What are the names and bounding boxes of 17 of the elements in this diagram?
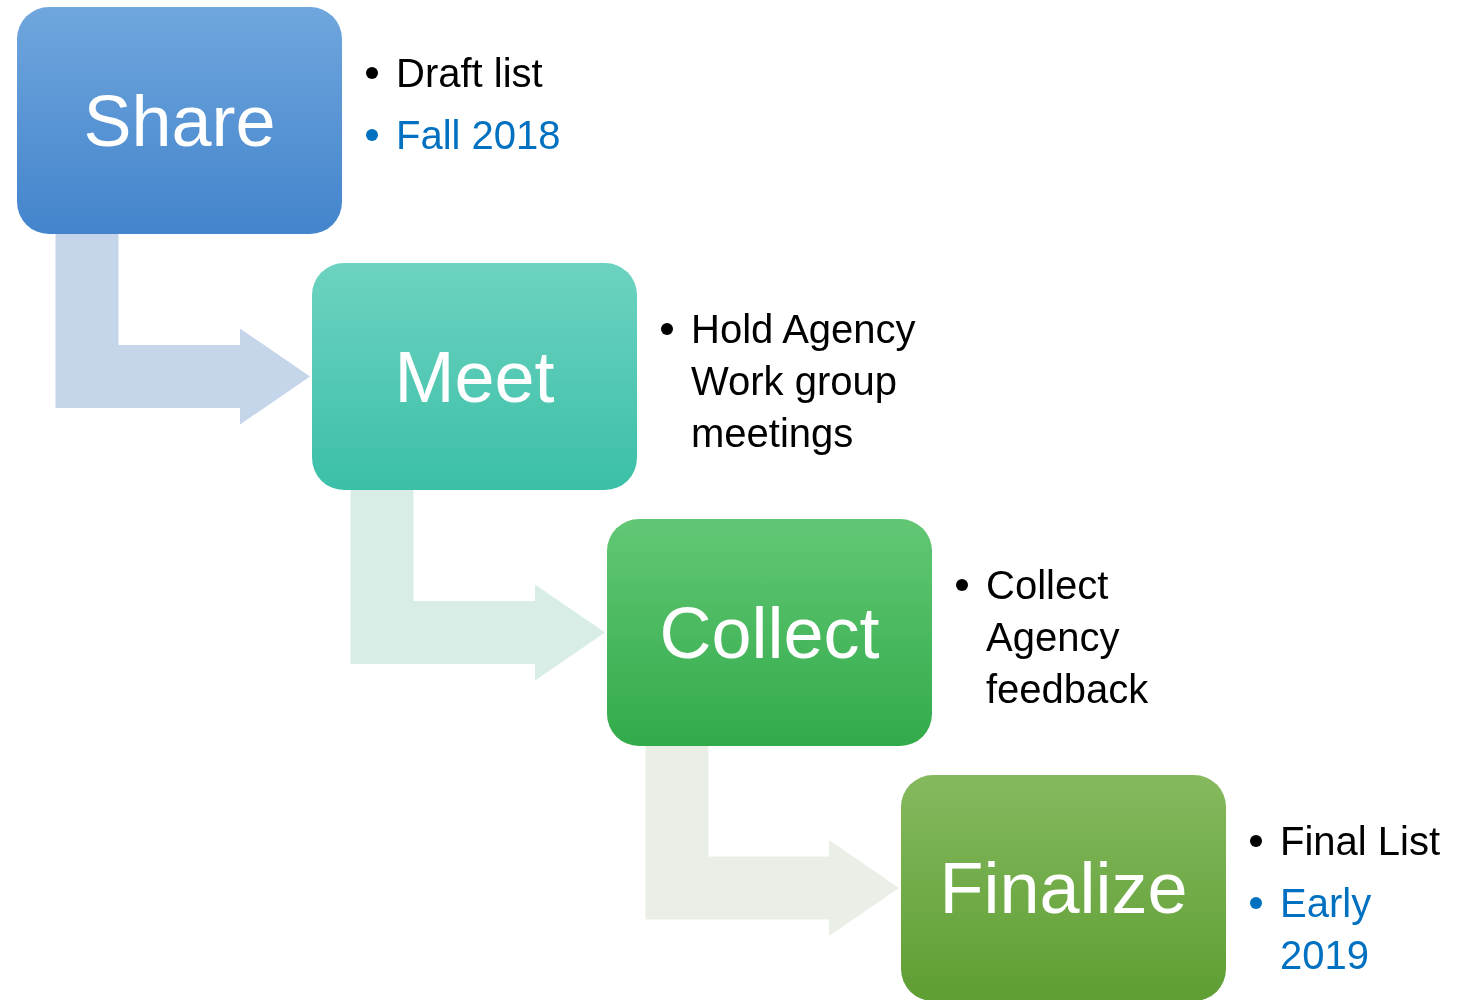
step-label: Share xyxy=(83,79,276,162)
process-box xyxy=(901,775,1226,1000)
bullet-note: Collect Agency feedback xyxy=(952,559,1172,715)
bullet-note: Hold Agency Work group meetings xyxy=(657,303,927,459)
bent-arrow xyxy=(645,746,899,936)
bent-arrow xyxy=(55,234,310,425)
process-box xyxy=(17,7,342,234)
bullet-note: Draft list xyxy=(362,47,582,99)
process-box xyxy=(607,519,932,746)
bullet-note: Early 2019 xyxy=(1246,877,1461,981)
step-label: Meet xyxy=(394,335,555,418)
bullet-note: Fall 2018 xyxy=(362,109,582,161)
process-box xyxy=(312,263,637,490)
bent-arrow xyxy=(350,490,605,681)
bullet-note: Final List xyxy=(1246,815,1461,867)
step-label: Finalize xyxy=(939,847,1188,929)
step-label: Collect xyxy=(659,591,880,674)
